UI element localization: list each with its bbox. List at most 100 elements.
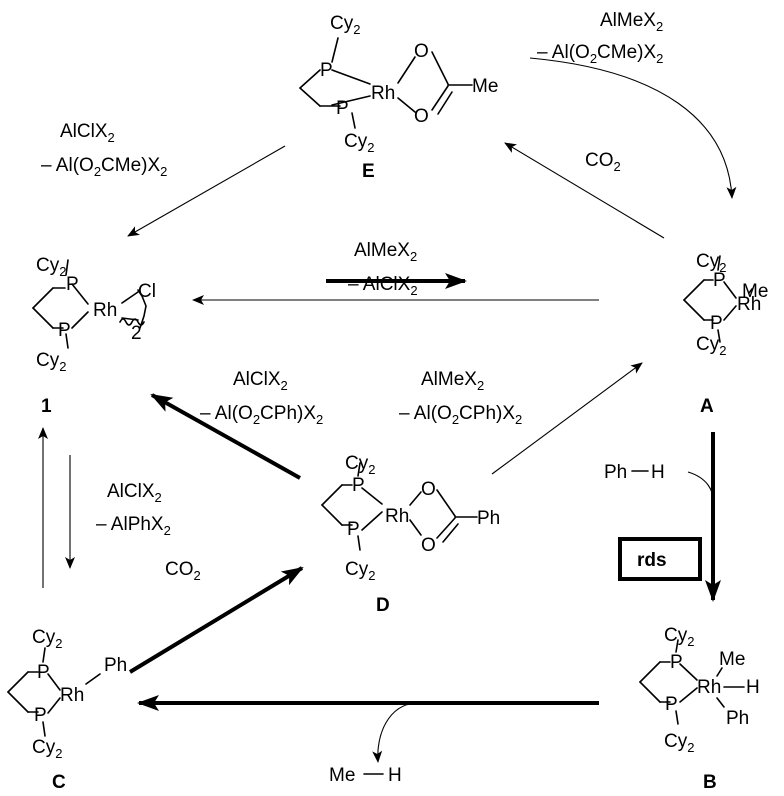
svg-text:AlClX2: AlClX2 [233,369,288,393]
reagent-co2-top: CO2 [585,150,621,174]
svg-text:Cy2: Cy2 [664,625,694,649]
svg-text:Cy2: Cy2 [344,131,374,155]
svg-text:Me: Me [329,765,355,786]
svg-text:– Al(O2CMe)X2: – Al(O2CMe)X2 [537,42,663,66]
label-C: C [52,772,66,793]
D-group: Ph [477,508,500,529]
svg-text:Cy2: Cy2 [696,334,726,358]
C-ph: Ph [104,655,127,676]
C-cy-top: Cy [32,627,56,648]
A-cy-top: Cy [696,251,720,272]
E-o2: O [414,106,429,127]
D-metal: Rh [385,506,409,527]
one-cy-top: Cy [36,255,60,276]
B-cy-top: Cy [664,625,688,646]
C-cy-bottom: Cy [32,737,56,758]
label-D: D [376,595,390,616]
complex-D: P P Cy2 Cy2 Rh O O Ph D [321,453,500,616]
one-cl: Cl [138,281,156,302]
svg-text:AlMeX2: AlMeX2 [600,10,663,34]
B-me: Me [719,649,745,670]
label-B: B [703,772,717,793]
svg-text:Cy2: Cy2 [345,453,375,477]
B-metal: Rh [697,677,721,698]
arrow-methane-out [372,702,417,763]
reagent-left-side: AlClX2 – AlPhX2 [96,481,171,538]
reagent-mid-left: AlClX2 – Al(O2CPh)X2 [200,369,323,427]
one-dimer-bond-wavy [119,289,147,329]
reagent-top-left: AlClX2 – Al(O2CMe)X2 [41,121,167,179]
E-cy-top: Cy [330,13,354,34]
svg-text:– AlPhX2: – AlPhX2 [96,514,171,538]
arrow-E-to-1 [127,145,286,237]
rds-label: rds [637,550,667,571]
E-o1: O [414,41,429,62]
svg-text:Cy2: Cy2 [36,350,66,374]
B-p-bottom: P [665,694,678,715]
arrow-C-to-D-bold [128,566,304,674]
arrow-curved-to-A [529,57,737,199]
one-metal: Rh [93,300,117,321]
reagent-center-top: AlMeX2 – AlClX2 [348,240,418,298]
A-p-top: P [713,270,726,291]
B-p-top: P [670,652,683,673]
arrow-A-to-E [504,142,665,239]
complex-B: P P Cy2 Cy2 Rh Me H Ph B [639,625,760,793]
D-p-bottom: P [347,519,360,540]
complex-C: P P Cy2 Cy2 Rh Ph C [7,627,127,793]
svg-text:AlMeX2: AlMeX2 [354,240,417,264]
label-A: A [700,396,714,417]
C-p-bottom: P [34,705,47,726]
reagent-benzene: Ph H [604,462,665,483]
complex-A: P P Cy2 Cy2 Rh Me A [683,251,768,417]
svg-text:AlMeX2: AlMeX2 [421,369,484,393]
one-dimer-count: 2 [131,323,142,344]
one-cy-bottom: Cy [36,350,60,371]
svg-text:– Al(O2CMe)X2: – Al(O2CMe)X2 [41,155,167,179]
E-metal: Rh [371,83,395,104]
D-o1: O [421,479,436,500]
arrow-D-to-1-bold [150,393,301,480]
svg-text:H: H [388,765,402,786]
arrow-D-to-A [491,362,643,475]
complex-1: P P Cy2 Cy2 Rh Cl 2 1 [32,255,156,417]
reagent-top-right: AlMeX2 – Al(O2CMe)X2 [537,10,663,66]
svg-text:Cy2: Cy2 [696,251,726,275]
svg-text:Cy2: Cy2 [330,13,360,37]
A-metal: Rh [737,294,761,315]
svg-text:Cy2: Cy2 [32,627,62,651]
E-group: Me [472,76,498,97]
B-h: H [746,677,760,698]
E-p-top: P [320,60,333,81]
label-E: E [362,161,375,182]
arrow-benzene-in [687,471,713,501]
complex-E: P P Cy2 Cy2 Rh O O Me E [299,13,498,182]
svg-text:– Al(O2CPh)X2: – Al(O2CPh)X2 [399,403,522,427]
svg-text:Cy2: Cy2 [32,737,62,761]
rds-box [618,537,702,581]
reagent-co2-left: CO2 [165,559,201,583]
C-metal: Rh [60,685,84,706]
B-ph: Ph [726,708,749,729]
D-cy-top: Cy [345,453,369,474]
svg-text:Cy2: Cy2 [345,559,375,583]
svg-text:Cy2: Cy2 [36,255,66,279]
E-p-bottom: P [336,98,349,119]
A-me: Me [742,281,768,302]
D-cy-bottom: Cy [345,559,369,580]
label-1: 1 [41,396,52,417]
C-p-top: P [37,662,50,683]
B-cy-bottom: Cy [664,731,688,752]
E-cy-bottom: Cy [344,131,368,152]
A-cy-bottom: Cy [696,334,720,355]
svg-text:Cy2: Cy2 [664,731,694,755]
one-p-bottom: P [58,320,71,341]
svg-text:– Al(O2CPh)X2: – Al(O2CPh)X2 [200,403,323,427]
svg-text:Ph: Ph [604,462,627,483]
A-p-bottom: P [710,313,723,334]
svg-text:AlClX2: AlClX2 [60,121,115,145]
svg-text:– AlClX2: – AlClX2 [348,274,418,298]
D-p-top: P [352,475,365,496]
